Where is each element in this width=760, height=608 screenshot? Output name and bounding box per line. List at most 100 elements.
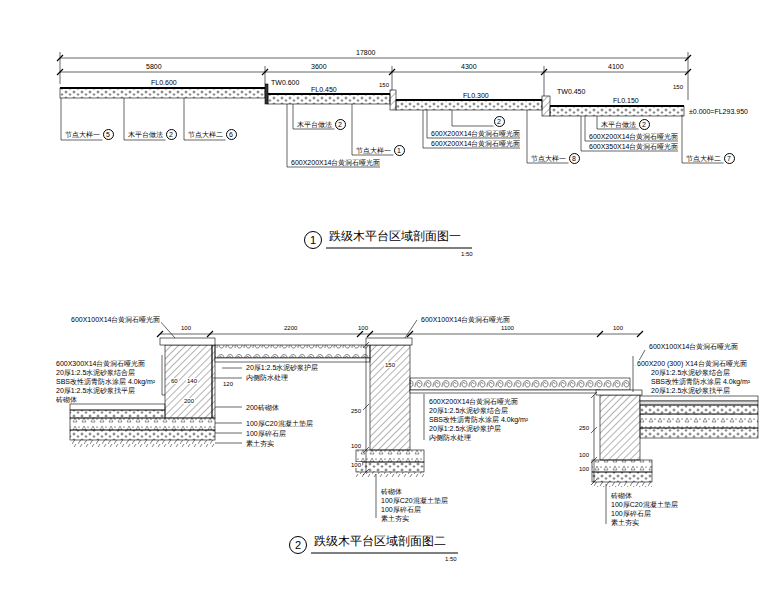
annotation: 4300 [460,63,478,70]
detail-callout: 1 [394,145,405,156]
annotation: 5800 [145,63,163,70]
annotation: 内侧防水处理 [428,434,472,441]
annotation: 17800 [355,49,376,56]
callout-number: 2 [295,540,301,551]
drawing-line [70,440,215,447]
drawing-line [265,84,268,104]
annotation: 节点大样一 [530,155,567,162]
annotation: 20厚1:2.5水泥砂浆护层 [245,364,319,371]
detail-callout: 5 [103,129,114,140]
drawing-line [61,98,103,140]
annotation: 节点大样一 [64,131,101,138]
drawing-line [682,116,724,163]
annotation: FL0.300 [462,92,490,99]
drawing-line [366,338,412,345]
drawing-line [424,394,425,440]
drawing-line [184,98,226,140]
annotation: ±0.000=FL293.950 [688,108,749,115]
drawing-line [57,52,691,100]
annotation: 600X200X14台黄洞石哑光面 [430,130,521,137]
detail-callout: 7 [724,153,735,164]
annotation: 2200 [283,325,298,331]
drawing-line [293,104,335,129]
drawing-line [60,58,688,72]
annotation: 600X200X14台黄洞石哑光面 [588,133,679,140]
annotation: 节点大样二 [685,155,722,162]
drawing-line [213,368,242,378]
drawing-line [57,55,691,75]
annotation: 100厚C20混凝土垫层 [610,501,679,508]
callout-number: 2 [497,118,501,125]
annotation: TW0.600 [270,79,300,86]
annotation: 素土夯实 [380,515,410,522]
annotation: 150 [378,82,390,88]
annotation: 木平台做法 [600,121,637,128]
annotation: 100厚C20混凝土垫层 [380,497,449,504]
annotation: 150 [672,84,684,90]
drawing-line [592,472,652,482]
drawing-line [311,552,458,553]
drawing-line [363,342,369,475]
callout-number: 7 [727,155,731,162]
detail-callout: 8 [569,153,580,164]
annotation: 100厚碎石层 [610,510,652,517]
drawing-line [452,110,494,126]
callout-number: 1 [310,235,316,246]
annotation: SBS改性沥青防水涂层 4.0kg/m² [428,416,529,423]
drawing-line [60,52,688,100]
drawing-line [287,104,380,167]
callout-number: 6 [229,131,233,138]
drawing-line [600,395,640,460]
drawing-line [160,334,640,335]
annotation: 600X200 (300) X14台黄洞石哑光面 [636,360,748,367]
drawing-line [396,100,542,110]
drawing-line [352,104,394,155]
drawing-line [215,345,370,358]
detail-callout: 2 [494,116,505,127]
annotation: 140 [186,378,198,384]
drawing-line [356,472,424,477]
drawing-line [606,484,607,524]
drawing-line [592,460,652,472]
callout-number: 2 [642,121,646,128]
annotation: 1:50 [444,556,458,562]
annotation: 节点大样二 [187,131,224,138]
drawing-line [370,345,410,450]
annotation: 木平台做法 [127,131,164,138]
annotation: 600X350X14台黄洞石哑光面 [588,143,679,150]
annotation: TW0.450 [556,88,586,95]
annotation: 120 [222,381,234,387]
annotation: 100 [180,325,192,331]
drawing-line [70,418,215,430]
drawing-line [596,390,642,395]
drawing-line [70,338,758,487]
drawing-line [124,98,166,140]
drawing-line [640,428,758,438]
callout-number: 1 [397,147,401,154]
drawing-line [60,88,265,98]
drawing-line [165,345,215,418]
annotation: 100 [357,325,369,331]
drawing-title: 跌级木平台区域剖面图二 [314,535,446,547]
annotation: FL0.600 [150,79,178,86]
drawing-line [640,396,758,401]
drawing-line [410,378,630,390]
callout-number: 2 [338,121,342,128]
callout-number: 2 [169,131,173,138]
annotation: 100 [578,466,590,472]
drawing-line [215,407,242,443]
drawing-line [61,98,724,248]
drawing-line [157,320,645,553]
drawing-line [640,405,758,414]
annotation: 600X200X14台黄洞石哑光面 [290,159,381,166]
annotation: 100 [612,325,624,331]
detail-callout: 2 [166,129,177,140]
annotation: 250 [578,425,590,431]
drawing-line [162,355,165,395]
annotation: 砖砌体 [610,492,633,499]
drawing-line [326,247,472,248]
callout-number: 8 [572,155,576,162]
annotation: 100厚碎石层 [380,506,422,513]
annotation: 20厚1:2.5水泥砂浆找平层 [650,387,731,394]
